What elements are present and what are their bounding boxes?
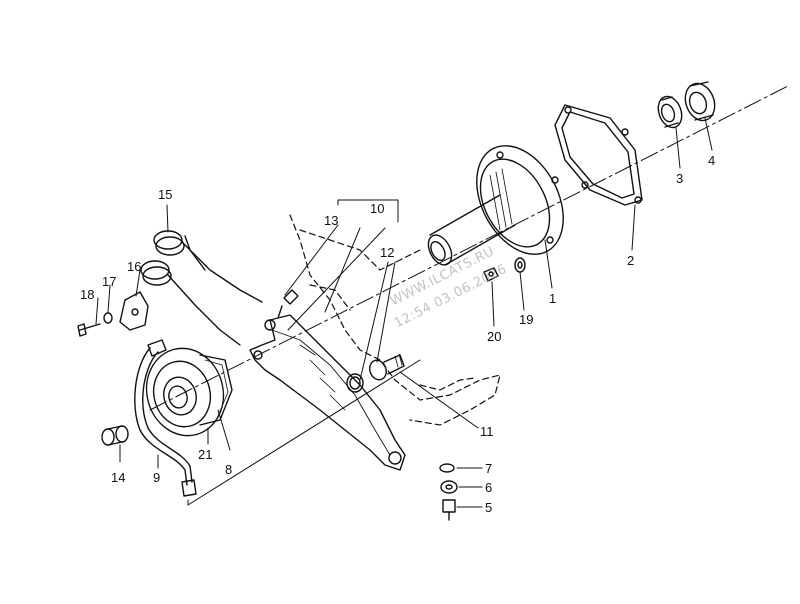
callout-11: 11 [480,424,494,439]
callout-18: 18 [80,287,95,302]
callout-9: 9 [153,470,161,485]
housing-outline [289,214,501,426]
callout-19: 19 [519,312,534,327]
part-11-ball-stud [369,353,405,381]
part-21-release-bearing [145,347,233,437]
leader-lines [95,117,713,508]
callout-10: 10 [370,201,385,216]
part-16-bracket [119,291,149,331]
part-18-bolt [77,323,101,337]
part-4-oil-seal [684,81,716,122]
callout-20: 20 [487,329,502,344]
callout-3: 3 [676,171,684,186]
part-2-gasket [554,104,643,206]
part-12-retaining-ring [346,373,364,393]
part-9-hose [134,339,197,497]
part-17-washer [103,312,113,324]
callout-15: 15 [158,187,173,202]
part-19-washer [514,257,526,273]
callout-5: 5 [485,500,493,515]
part-5-bolt [442,499,456,521]
callout-1: 1 [549,291,557,306]
callout-16: 16 [127,259,142,274]
part-6-nut [440,480,458,494]
part-1-guide-sleeve [427,145,564,266]
center-axis-line [149,84,791,411]
callout-14: 14 [111,470,126,485]
part-13-pivot-bolt [277,289,299,319]
part-15-spring [140,230,263,346]
callout-8: 8 [225,462,233,477]
part-14-bushing [101,425,129,446]
callout-13: 13 [324,213,339,228]
callout-2: 2 [627,253,635,268]
callout-6: 6 [485,480,493,495]
part-10-release-fork [249,314,406,471]
part-3-seal [657,95,683,129]
callout-12: 12 [380,245,395,260]
part-20-nut [483,267,499,282]
callout-17: 17 [102,274,117,289]
callout-21: 21 [198,447,213,462]
part-7-washer [439,463,455,473]
callout-4: 4 [708,153,716,168]
callout-7: 7 [485,461,493,476]
